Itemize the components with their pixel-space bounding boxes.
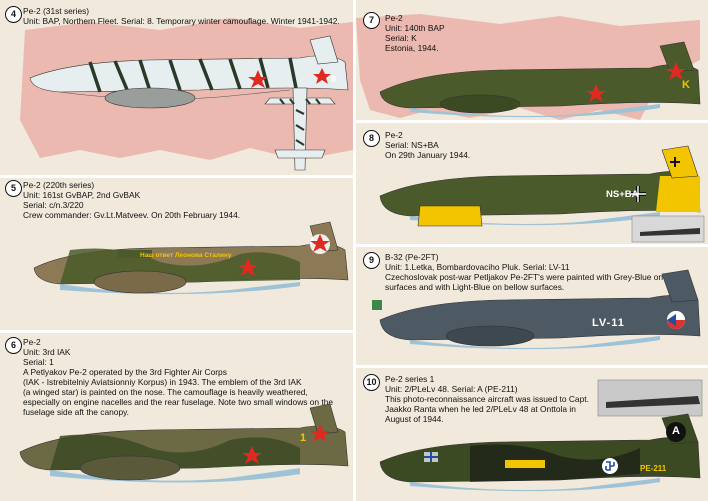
entry-title: Pe-2 (220th series) <box>23 180 95 190</box>
entry-text: Czechoslovak post-war Petljakov Pe-2FT's… <box>385 272 687 282</box>
divider-8-9 <box>356 244 708 247</box>
entry-title: Pe-2 <box>385 13 403 23</box>
entry-text: Unit: 2/PLeLv 48. Serial: A (PE-211) <box>385 384 518 394</box>
aircraft-4-serial: 8 <box>331 74 337 84</box>
entry-text: (a winged star) is painted on the nose. … <box>23 387 308 397</box>
entry-title: B-32 (Pe-2FT) <box>385 252 439 262</box>
entry-text: Unit: 161st GvBAP, 2nd GvBAK <box>23 190 141 200</box>
aircraft-10-code: PE-211 <box>640 464 667 473</box>
entry-text: Serial: c/n.3/220 <box>23 200 84 210</box>
aircraft-8-code: NS+BA <box>606 189 639 200</box>
entry-text: Crew commander: Gv.Lt.Matveev. On 20th F… <box>23 210 241 220</box>
entry-number-badge: 7 <box>363 12 380 29</box>
divider-9-10 <box>356 365 708 368</box>
entry-number-badge: 6 <box>5 337 22 354</box>
entry-title: Pe-2 <box>23 337 41 347</box>
entry-text: A Petlyakov Pe-2 operated by the 3rd Fig… <box>23 367 227 377</box>
entry-number-badge: 4 <box>5 6 22 23</box>
entry-text: (IAK - Istrebitelniy Aviatsionniy Korpus… <box>23 377 302 387</box>
entry-text: Estonia, 1944. <box>385 43 439 53</box>
entry-text: Unit: 3rd IAK <box>23 347 71 357</box>
column-divider <box>353 0 356 501</box>
entry-text: August of 1944. <box>385 414 444 424</box>
entry-text: Serial: K <box>385 33 417 43</box>
entry-text: especially on engine nacelles and the re… <box>23 397 334 407</box>
entry-number-badge: 8 <box>363 130 380 147</box>
entry-text: This photo-reconnaissance aircraft was i… <box>385 394 589 404</box>
entry-text: Unit: 140th BAP <box>385 23 445 33</box>
entry-text: On 29th January 1944. <box>385 150 471 160</box>
aircraft-10-serial: A <box>672 425 680 437</box>
entry-title: Pe-2 series 1 <box>385 374 435 384</box>
entry-text: Jaakko Ranta when he led 2/PLeLv 48 at O… <box>385 404 576 414</box>
entry-text: Unit: BAP, Northern Fleet. Serial: 8. Te… <box>23 16 340 26</box>
aircraft-7-serial: K <box>682 79 690 91</box>
divider-5-6 <box>0 330 353 333</box>
aircraft-6-serial: 1 <box>300 432 307 444</box>
entry-number-badge: 10 <box>363 374 380 391</box>
entry-text: fuselage side aft the canopy. <box>23 407 129 417</box>
entry-text: Unit: 1.Letka, Bombardovaciho Pluk. Seri… <box>385 262 570 272</box>
entry-text: Serial: 1 <box>23 357 54 367</box>
entry-number-badge: 9 <box>363 252 380 269</box>
divider-4-5 <box>0 175 353 178</box>
entry-text: Serial: NS+BA <box>385 140 439 150</box>
entry-text: surfaces and with Light-Blue on bellow s… <box>385 282 565 292</box>
entry-title: Pe-2 <box>385 130 403 140</box>
aircraft-5-nose-inscription: Наш ответ Леонова Сталину <box>140 252 232 259</box>
divider-7-8 <box>356 120 708 123</box>
entry-number-badge: 5 <box>5 180 22 197</box>
aircraft-9-serial: LV-11 <box>592 317 625 329</box>
entry-title: Pe-2 (31st series) <box>23 6 90 16</box>
